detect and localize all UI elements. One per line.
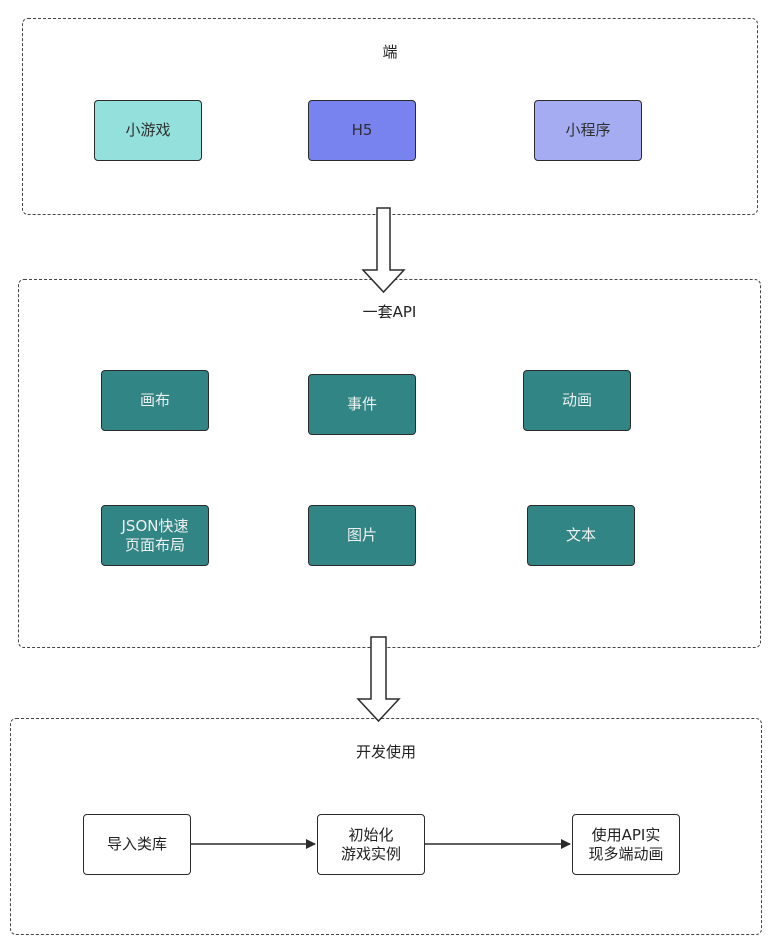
usage-group-title: 开发使用 [355, 743, 416, 761]
api-node-canvas[interactable]: 画布 [101, 370, 209, 431]
api-node-json-layout[interactable]: JSON快速 页面布局 [101, 505, 209, 566]
step-node-use-api[interactable]: 使用API实 现多端动画 [572, 814, 680, 875]
step-node-import-library[interactable]: 导入类库 [83, 814, 191, 875]
api-node-images[interactable]: 图片 [308, 505, 416, 566]
api-group: 一套API [18, 279, 761, 648]
client-node-miniprogram[interactable]: 小程序 [534, 100, 642, 161]
api-node-text[interactable]: 文本 [527, 505, 635, 566]
api-node-animation[interactable]: 动画 [523, 370, 631, 431]
block-arrow-api-to-usage [356, 636, 401, 723]
clients-group-title: 端 [382, 43, 398, 61]
api-node-events[interactable]: 事件 [308, 374, 416, 435]
api-group-title: 一套API [362, 303, 417, 321]
client-node-minigame[interactable]: 小游戏 [94, 100, 202, 161]
client-node-h5[interactable]: H5 [308, 100, 416, 161]
step-node-init-game[interactable]: 初始化 游戏实例 [317, 814, 425, 875]
